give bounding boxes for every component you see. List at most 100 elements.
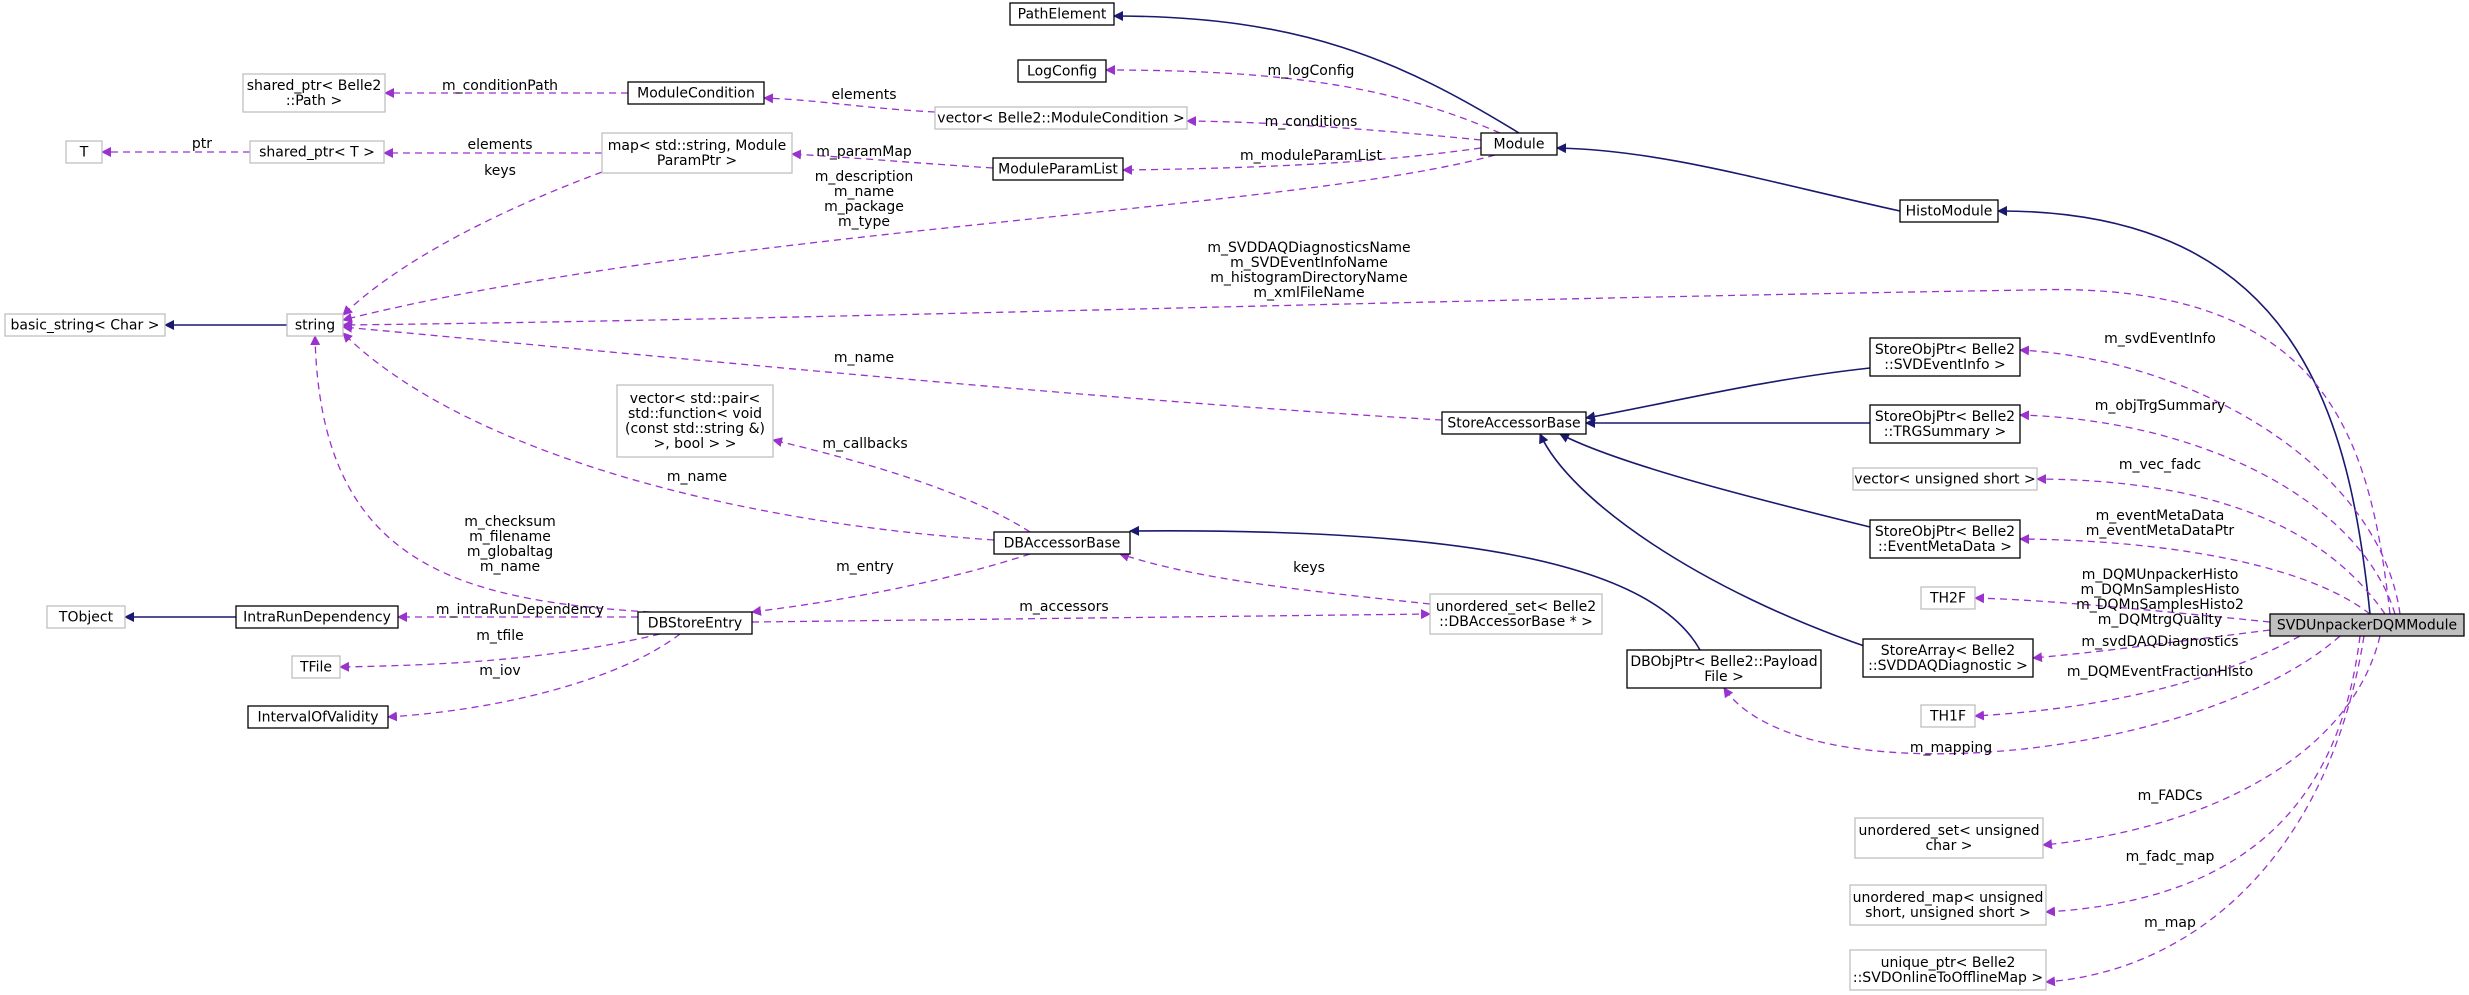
node-label: StoreArray< Belle2::SVDDAQDiagnostic > (1868, 643, 2028, 674)
edge-line (751, 609, 1431, 623)
edge-line (2045, 635, 2365, 987)
class-node-th1f: TH1F (1920, 704, 1976, 728)
class-node-shared-ptr-path: shared_ptr< Belle2::Path > (242, 73, 386, 113)
usage-edge-svdunpacker-dqmmodule-to-string (342, 288, 2391, 615)
class-node-dbstore-entry[interactable]: DBStoreEntry (637, 611, 753, 635)
edge-label-unordered-set-dbaccessor-base-to-dbaccessor-base: keys (1293, 560, 1325, 576)
class-node-string: string (286, 313, 344, 337)
node-box (2269, 613, 2465, 637)
node-box (601, 132, 793, 174)
class-node-store-obj-ptr-trgsummary[interactable]: StoreObjPtr< Belle2::TRGSummary > (1869, 404, 2021, 444)
class-node-path-element[interactable]: PathElement (1009, 2, 1115, 26)
inheritance-edge-store-obj-ptr-event-meta-data-to-store-accessor-base (1559, 433, 1871, 528)
edge-label-line: elements (467, 137, 532, 153)
node-label-line: StoreArray< Belle2 (1881, 643, 2015, 659)
node-box (286, 313, 344, 337)
node-label: HistoModule (1906, 204, 1993, 220)
class-node-interval-of-validity[interactable]: IntervalOfValidity (247, 705, 389, 729)
usage-edge-unordered-set-dbaccessor-base-to-dbaccessor-base (1119, 552, 1431, 605)
edge-label-svdunpacker-dqmmodule-to-unordered-set-unsigned-char: m_FADCs (2138, 788, 2203, 804)
edge-label-map-module-param-ptr-to-string: keys (484, 163, 516, 179)
node-label-line: std::function< void (628, 406, 762, 422)
node-label-line: ModuleCondition (637, 86, 755, 102)
edge-line (339, 633, 661, 672)
class-node-histo-module[interactable]: HistoModule (1899, 199, 1999, 223)
usage-edge-dbaccessor-base-to-dbstore-entry (751, 553, 1031, 616)
node-label-line: unordered_map< unsigned (1853, 890, 2044, 906)
edge-label-line: keys (1293, 560, 1325, 576)
class-node-intra-run-dependency[interactable]: IntraRunDependency (235, 605, 399, 629)
node-label: StoreObjPtr< Belle2::SVDEventInfo > (1875, 342, 2015, 373)
class-node-unique-ptr-svdonline-to-offline-map: unique_ptr< Belle2::SVDOnlineToOfflineMa… (1849, 949, 2047, 991)
class-node-module[interactable]: Module (1480, 132, 1558, 156)
edge-label-store-accessor-base-to-string: m_name (834, 350, 894, 366)
usage-edge-dbaccessor-base-to-string (342, 332, 995, 541)
class-node-svdunpacker-dqmmodule[interactable]: SVDUnpackerDQMModule (2269, 613, 2465, 637)
node-label-line: PathElement (1018, 7, 1107, 23)
class-node-dbaccessor-base[interactable]: DBAccessorBase (993, 531, 1131, 555)
node-box (1869, 404, 2021, 444)
node-box (1429, 593, 1603, 635)
class-node-module-param-list[interactable]: ModuleParamList (992, 157, 1124, 181)
edge-label-line: m_filename (469, 529, 551, 545)
edge-line (2042, 635, 2381, 850)
class-node-store-accessor-base[interactable]: StoreAccessorBase (1441, 411, 1587, 435)
class-node-vector-module-condition: vector< Belle2::ModuleCondition > (934, 106, 1188, 130)
node-label-line: ::SVDOnlineToOfflineMap > (1853, 970, 2043, 986)
node-label-line: ParamPtr > (657, 153, 737, 169)
node-label-line: LogConfig (1027, 64, 1097, 80)
edge-label-svdunpacker-dqmmodule-to-store-obj-ptr-svdevent-info: m_svdEventInfo (2104, 331, 2216, 347)
edge-line (2032, 629, 2271, 663)
node-label: vector< std::pair<std::function< void(co… (625, 391, 765, 452)
node-box (249, 140, 385, 164)
edge-label-line: m_name (480, 559, 540, 575)
class-node-store-obj-ptr-event-meta-data[interactable]: StoreObjPtr< Belle2::EventMetaData > (1869, 519, 2021, 559)
usage-edge-svdunpacker-dqmmodule-to-th1f (1974, 635, 2301, 721)
edge-label-dbstore-entry-to-interval-of-validity: m_iov (479, 663, 520, 679)
node-label: StoreAccessorBase (1447, 416, 1580, 432)
edge-label-line: m_histogramDirectoryName (1210, 270, 1407, 286)
edge-label-line: keys (484, 163, 516, 179)
edge-line (1723, 635, 2341, 755)
inheritance-edge-svdunpacker-dqmmodule-to-histo-module (1997, 205, 2371, 615)
node-label: ModuleCondition (637, 86, 755, 102)
node-box (616, 384, 774, 458)
node-box (627, 81, 765, 105)
node-label-line: shared_ptr< T > (259, 145, 375, 161)
class-node-store-obj-ptr-svdevent-info[interactable]: StoreObjPtr< Belle2::SVDEventInfo > (1869, 337, 2021, 377)
edge-line (2036, 474, 2386, 615)
edge-line (791, 149, 994, 169)
usage-edge-vector-module-condition-to-module-condition (763, 93, 936, 113)
edge-line (1997, 205, 2371, 615)
edge-label-svdunpacker-dqmmodule-to-unordered-map-unsigned-short: m_fadc_map (2126, 849, 2215, 865)
class-node-log-config[interactable]: LogConfig (1017, 59, 1107, 83)
node-box (1899, 199, 1999, 223)
node-label: Module (1494, 137, 1545, 153)
class-node-store-array-svddaqdiagnostic[interactable]: StoreArray< Belle2::SVDDAQDiagnostic > (1862, 638, 2034, 678)
node-box (637, 611, 753, 635)
edge-label-line: m_SVDEventInfoName (1230, 255, 1388, 271)
node-label: PathElement (1018, 7, 1107, 23)
edge-label-module-to-module-param-list: m_moduleParamList (1240, 148, 1382, 164)
class-node-unordered-set-dbaccessor-base: unordered_set< Belle2::DBAccessorBase * … (1429, 593, 1603, 635)
edge-line (342, 332, 995, 541)
node-box (1009, 2, 1115, 26)
node-label-line: unique_ptr< Belle2 (1881, 955, 2016, 971)
usage-edge-store-accessor-base-to-string (342, 322, 1443, 421)
node-label-line: unordered_set< Belle2 (1436, 599, 1596, 615)
edge-label-svdunpacker-dqmmodule-to-th1f: m_DQMEventFractionHisto (2067, 664, 2253, 680)
node-label: StoreObjPtr< Belle2::EventMetaData > (1875, 524, 2015, 555)
edge-label-line: ptr (192, 136, 212, 152)
class-node-module-condition[interactable]: ModuleCondition (627, 81, 765, 105)
node-label: LogConfig (1027, 64, 1097, 80)
node-box (1017, 59, 1107, 83)
edge-line (1119, 552, 1431, 605)
node-label: StoreObjPtr< Belle2::TRGSummary > (1875, 409, 2015, 440)
node-box (291, 655, 341, 679)
